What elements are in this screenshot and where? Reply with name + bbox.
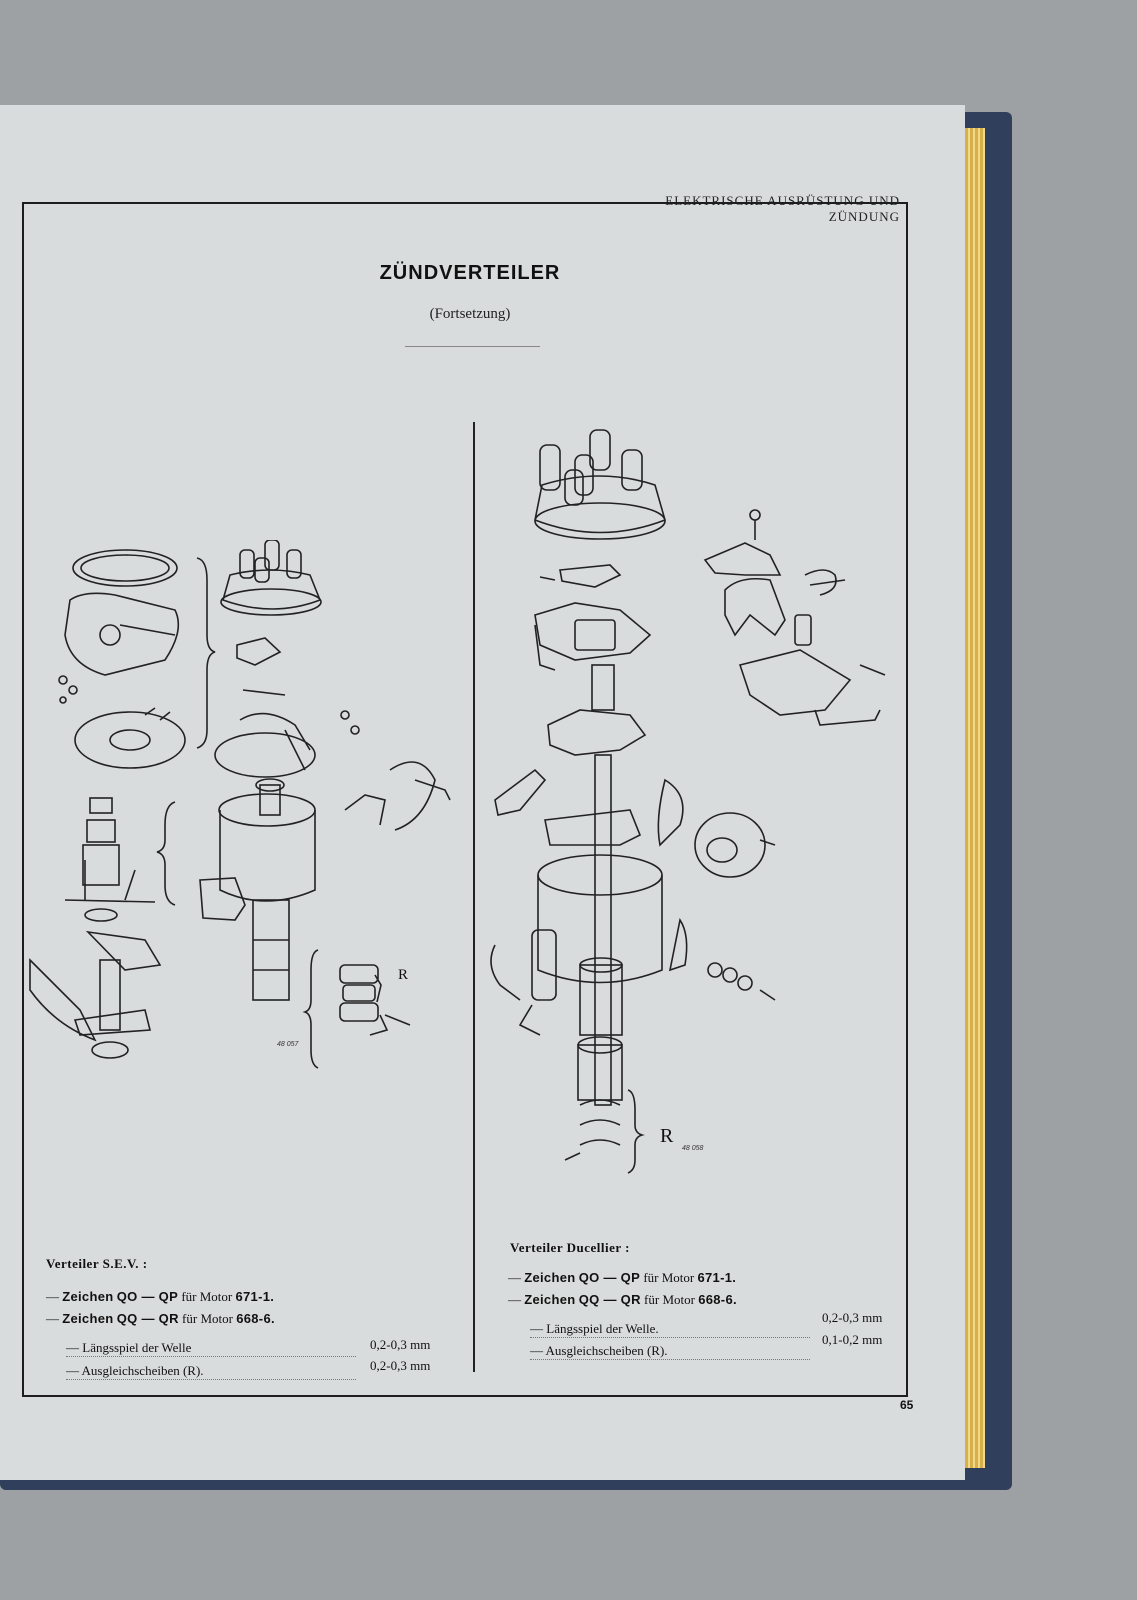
book-page	[0, 105, 965, 1480]
right-spec-shims: — Ausgleichscheiben (R).	[530, 1343, 810, 1360]
left-spec-line-2: — Zeichen QQ — QR für Motor 668-6.	[46, 1311, 275, 1326]
left-spec-shaft-play: — Längsspiel der Welle	[66, 1340, 356, 1357]
right-spec-shaft-play: — Längsspiel der Welle.	[530, 1321, 810, 1338]
left-spec-heading: Verteiler S.E.V. :	[46, 1256, 148, 1271]
page-frame	[22, 202, 908, 1397]
ducellier-distributor-exploded-drawing	[490, 429, 886, 1174]
right-drawing-ref: 48 058	[682, 1145, 704, 1152]
right-spec-line-1: — Zeichen QO — QP für Motor 671-1.	[508, 1270, 737, 1285]
running-head: ELEKTRISCHE AUSRÜSTUNG UND ZÜNDUNG	[665, 193, 900, 224]
title-rule	[405, 346, 540, 347]
right-callout-r: R	[660, 1125, 674, 1147]
left-spec-line-1: — Zeichen QO — QP für Motor 671-1.	[46, 1289, 275, 1304]
page-subtitle: (Fortsetzung)	[429, 306, 511, 322]
left-drawing-ref: 48 057	[277, 1041, 299, 1048]
page-title: ZÜNDVERTEILER	[379, 262, 561, 284]
left-spec-shims-value: 0,2-0,3 mm	[370, 1358, 431, 1373]
left-callout-r: R	[398, 967, 409, 983]
sev-distributor-exploded-drawing	[29, 540, 451, 1069]
left-spec-shims: — Ausgleichscheiben (R).	[66, 1363, 356, 1380]
page-number: 65	[900, 1398, 914, 1412]
right-spec-line-2: — Zeichen QQ — QR für Motor 668-6.	[508, 1292, 737, 1307]
right-spec-shaft-play-value: 0,2-0,3 mm	[822, 1310, 883, 1325]
right-spec-heading: Verteiler Ducellier :	[510, 1240, 630, 1255]
right-spec-shims-value: 0,1-0,2 mm	[822, 1332, 883, 1347]
column-divider	[473, 422, 475, 1372]
left-spec-shaft-play-value: 0,2-0,3 mm	[370, 1337, 431, 1352]
